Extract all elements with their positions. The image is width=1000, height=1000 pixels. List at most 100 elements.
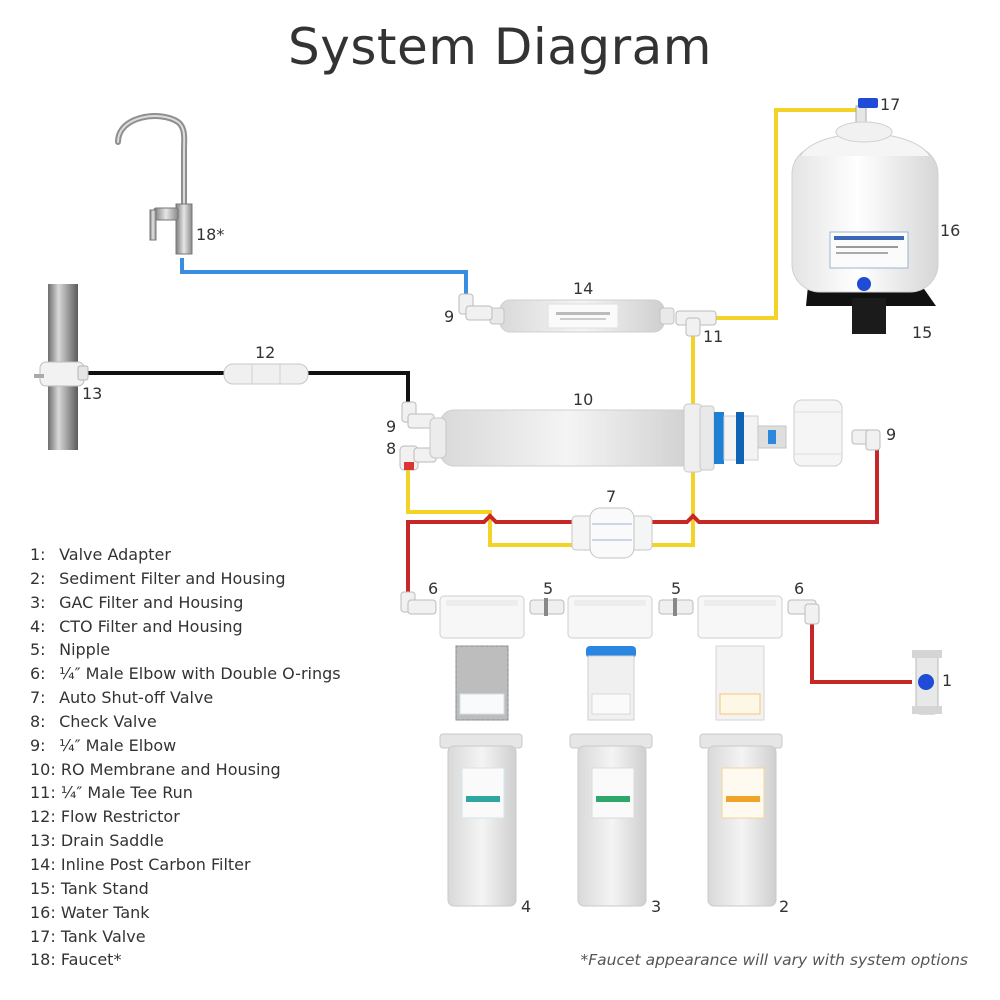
nipple-right: [658, 598, 694, 616]
legend-item: 3: GAC Filter and Housing: [30, 591, 341, 615]
legend-item: 1: Valve Adapter: [30, 543, 341, 567]
filter-head-gac: [567, 595, 653, 639]
legend-text: Flow Restrictor: [60, 807, 180, 827]
parts-legend: 1: Valve Adapter 2: Sediment Filter and …: [30, 543, 341, 972]
legend-item: 14: Inline Post Carbon Filter: [30, 853, 341, 877]
callout-16: 16: [940, 221, 960, 240]
filter-head-cto: [439, 595, 525, 639]
callout-14: 14: [573, 279, 593, 298]
legend-text: Tank Stand: [60, 878, 149, 898]
legend-text: Water Tank: [60, 902, 150, 922]
male-elbow-post-filter: [458, 293, 493, 321]
legend-number: 13:: [30, 831, 56, 851]
legend-number: 14:: [30, 854, 56, 874]
gac-housing: [569, 733, 653, 907]
legend-item: 9: ¼″ Male Elbow: [30, 734, 341, 758]
legend-item: 17: Tank Valve: [30, 925, 341, 949]
cto-cartridge: [455, 645, 509, 721]
callout-13: 13: [82, 384, 102, 403]
callout-17: 17: [880, 95, 900, 114]
red-tube-left: [406, 513, 575, 592]
legend-text: Tank Valve: [60, 926, 146, 946]
male-elbow-cap: [851, 429, 881, 451]
drain-saddle: [34, 361, 89, 387]
callout-10: 10: [573, 390, 593, 409]
legend-item: 8: Check Valve: [30, 710, 341, 734]
legend-text: ¼″ Male Elbow with Double O-rings: [59, 664, 341, 684]
male-elbow-membrane: [401, 401, 435, 429]
legend-text: Drain Saddle: [60, 831, 164, 851]
legend-number: 6:: [30, 664, 46, 684]
legend-text: Nipple: [59, 640, 111, 660]
callout-6-left: 6: [428, 579, 438, 598]
legend-item: 11: ¼″ Male Tee Run: [30, 781, 341, 805]
legend-number: 1:: [30, 545, 46, 564]
legend-text: Faucet*: [60, 950, 122, 970]
inline-post-carbon-filter: [489, 299, 675, 333]
yellow-tube-membrane-out: [652, 332, 695, 547]
callout-5-right: 5: [671, 579, 681, 598]
legend-text: GAC Filter and Housing: [59, 592, 244, 612]
callout-11: 11: [703, 327, 723, 346]
callout-4: 4: [521, 897, 531, 916]
legend-item: 18: Faucet*: [30, 948, 341, 972]
legend-item: 12: Flow Restrictor: [30, 805, 341, 829]
legend-text: ¼″ Male Tee Run: [60, 783, 193, 803]
legend-text: Valve Adapter: [59, 545, 171, 564]
legend-text: Auto Shut-off Valve: [59, 688, 214, 708]
legend-number: 4:: [30, 616, 46, 636]
black-tube-restrictor: [306, 371, 410, 404]
legend-text: RO Membrane and Housing: [60, 759, 281, 779]
callout-1: 1: [942, 671, 952, 690]
legend-item: 15: Tank Stand: [30, 877, 341, 901]
male-tee-run: [675, 310, 717, 337]
callout-12: 12: [255, 343, 275, 362]
legend-item: 13: Drain Saddle: [30, 829, 341, 853]
legend-number: 10:: [30, 759, 56, 779]
male-elbow-double-oring-right: [787, 599, 820, 625]
gac-cartridge: [586, 646, 636, 721]
sediment-housing: [699, 733, 783, 907]
legend-item: 10: RO Membrane and Housing: [30, 758, 341, 782]
male-elbow-double-oring-left: [400, 591, 437, 615]
legend-number: 9:: [30, 735, 46, 755]
callout-9-post: 9: [444, 307, 454, 326]
callout-15: 15: [912, 323, 932, 342]
callout-3: 3: [651, 897, 661, 916]
legend-number: 17:: [30, 926, 56, 946]
page-title: System Diagram: [287, 18, 713, 76]
callout-6-right: 6: [794, 579, 804, 598]
legend-item: 5: Nipple: [30, 638, 341, 662]
legend-text: Check Valve: [59, 711, 157, 731]
legend-text: CTO Filter and Housing: [59, 616, 243, 636]
faucet-footnote: *Faucet appearance will vary with system…: [580, 951, 968, 969]
callout-2: 2: [779, 897, 789, 916]
callout-9-membrane: 9: [386, 417, 396, 436]
callout-8: 8: [386, 439, 396, 458]
legend-number: 3:: [30, 592, 46, 612]
callout-18: 18*: [196, 225, 224, 244]
blue-tube: [180, 258, 468, 296]
ro-membrane-housing: [429, 403, 787, 473]
legend-item: 2: Sediment Filter and Housing: [30, 567, 341, 591]
legend-number: 8:: [30, 711, 46, 731]
faucet: [115, 113, 193, 255]
filter-head-sediment: [697, 595, 783, 639]
legend-item: 7: Auto Shut-off Valve: [30, 686, 341, 710]
legend-number: 15:: [30, 878, 56, 898]
yellow-tube-tank: [712, 108, 857, 320]
legend-item: 16: Water Tank: [30, 901, 341, 925]
legend-number: 5:: [30, 640, 46, 660]
legend-number: 18:: [30, 950, 56, 970]
water-tank: [791, 121, 939, 334]
legend-number: 16:: [30, 902, 56, 922]
legend-item: 6: ¼″ Male Elbow with Double O-rings: [30, 662, 341, 686]
legend-number: 2:: [30, 568, 46, 588]
auto-shutoff-valve: [571, 507, 653, 559]
red-tube-feed: [810, 622, 912, 684]
legend-text: ¼″ Male Elbow: [59, 735, 177, 755]
yellow-tube-check-valve: [406, 470, 575, 547]
membrane-cap: [793, 399, 843, 467]
legend-text: Inline Post Carbon Filter: [60, 854, 251, 874]
legend-text: Sediment Filter and Housing: [59, 568, 286, 588]
